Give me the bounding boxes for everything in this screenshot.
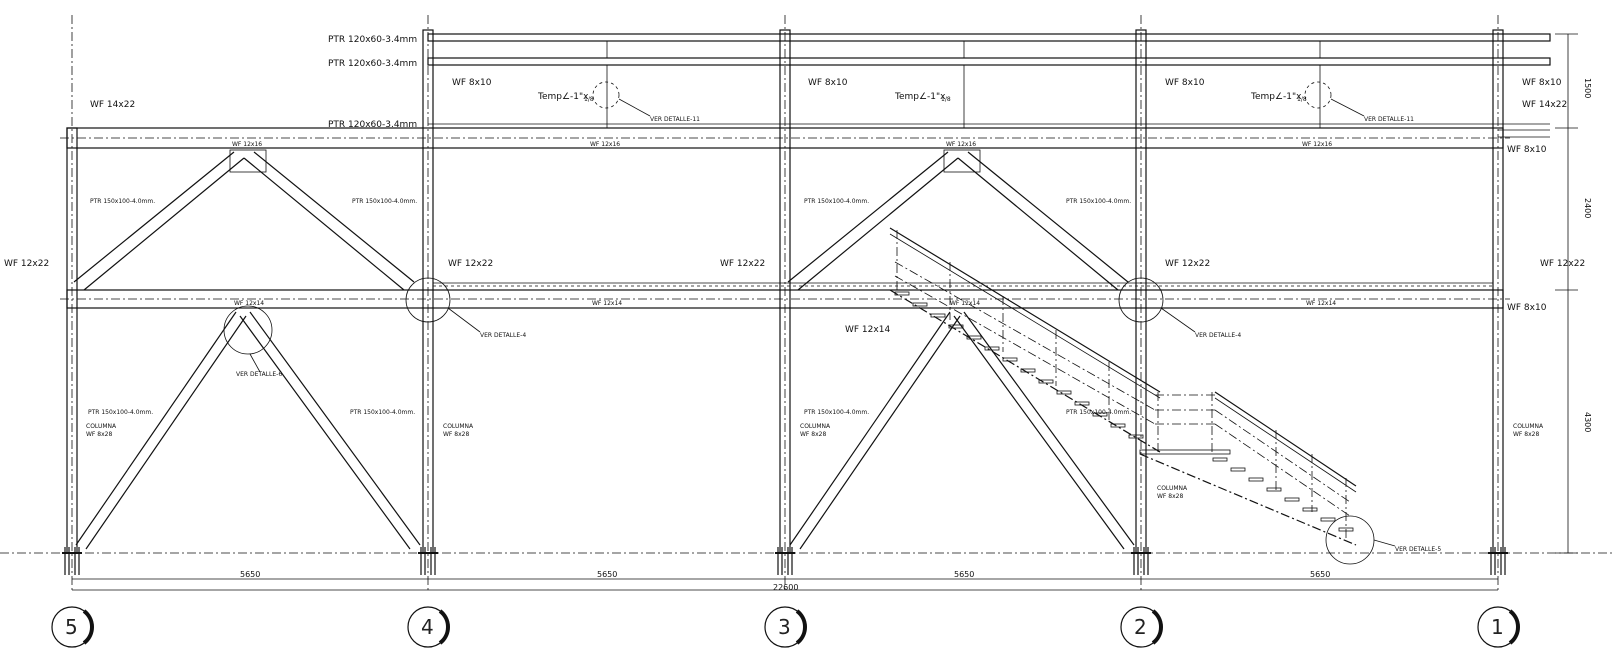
temp-angle-label-1: Temp∠-1"x — [537, 92, 589, 102]
wf12x22-label-2: WF 12x22 — [1165, 259, 1210, 269]
axis-label-2: 2 — [1134, 615, 1147, 639]
detail-markers — [223, 81, 1396, 565]
axis-lines — [0, 15, 1613, 590]
dim-bay-3: 5650 — [954, 570, 974, 579]
axis-label-4: 4 — [421, 615, 434, 639]
wf12x22-label-1: WF 12x22 — [1540, 259, 1585, 269]
wf12x14-label-4: WF 12x14 — [1306, 300, 1336, 307]
temp-angle-label-3: Temp∠-1"x — [1250, 92, 1302, 102]
wf12x16-label-3: WF 12x16 — [946, 141, 976, 148]
upper-beam-wf12x16 — [60, 127, 1510, 149]
ptr150-label-6: PTR 150x100-4.0mm. — [350, 409, 415, 416]
axis-label-1: 1 — [1491, 615, 1504, 639]
dim-bay-2: 5650 — [597, 570, 617, 579]
detail-5-label: VER DETALLE-5 — [1395, 546, 1441, 553]
column-bases — [62, 547, 1508, 575]
ptr-rail-label-3: PTR 120x60-3.4mm — [328, 120, 417, 130]
braces — [73, 149, 1135, 550]
roof-ptr-rails — [427, 33, 1551, 138]
wf12x22-label-5: WF 12x22 — [4, 259, 49, 269]
dim-bay-4: 5650 — [1310, 570, 1330, 579]
wf12x16-label-4: WF 12x16 — [1302, 141, 1332, 148]
wf8x10-label-1b: WF 8x10 — [1507, 145, 1547, 155]
wf12x14-label-3: WF 12x14 — [950, 300, 980, 307]
detail-4-label-b: VER DETALLE-4 — [1195, 332, 1241, 339]
wf12x14-label-2: WF 12x14 — [592, 300, 622, 307]
dim-height-low: 4300 — [1583, 412, 1592, 432]
ptr-rail-label-1: PTR 120x60-3.4mm — [328, 35, 417, 45]
columna-label-5: COLUMNA — [86, 423, 117, 430]
dim-height-mid: 2400 — [1583, 198, 1592, 218]
columna-label-3: COLUMNA — [800, 423, 831, 430]
wf8x10-label-3: WF 8x10 — [808, 78, 848, 88]
wf12x16-label-1: WF 12x16 — [232, 141, 262, 148]
ptr150-label-2: PTR 150x100-4.0mm. — [352, 198, 417, 205]
wf8x28-label-5: WF 8x28 — [86, 431, 112, 438]
axis-label-5: 5 — [65, 615, 78, 639]
wf8x10-label-2: WF 8x10 — [1165, 78, 1205, 88]
columna-label-1: COLUMNA — [1513, 423, 1544, 430]
columna-label-4: COLUMNA — [443, 423, 474, 430]
axis-bubbles — [51, 606, 1520, 648]
ptr150-label-8: PTR 150x100-4.0mm. — [1066, 409, 1131, 416]
detail-11-label-b: VER DETALLE-11 — [1364, 116, 1414, 123]
detail-4-label-a: VER DETALLE-4 — [480, 332, 526, 339]
wf14x22-label-left: WF 14x22 — [90, 100, 135, 110]
temp-frac-1: 1/8 — [584, 96, 594, 103]
ptr-rail-label-2: PTR 120x60-3.4mm — [328, 59, 417, 69]
dimension-lines — [72, 33, 1578, 591]
columna-label-2: COLUMNA — [1157, 485, 1188, 492]
labels: PTR 120x60-3.4mm PTR 120x60-3.4mm PTR 12… — [4, 35, 1592, 639]
wf12x16-label-2: WF 12x16 — [590, 141, 620, 148]
dim-bay-1: 5650 — [240, 570, 260, 579]
wf12x22-label-4: WF 12x22 — [448, 259, 493, 269]
wf8x28-label-2: WF 8x28 — [1157, 493, 1183, 500]
temp-frac-2: 1/8 — [941, 96, 951, 103]
axis-label-3: 3 — [778, 615, 791, 639]
dim-total: 22600 — [773, 583, 798, 592]
ptr150-label-3: PTR 150x100-4.0mm. — [804, 198, 869, 205]
wf12x14-label-5: WF 12x14 — [845, 325, 890, 335]
ptr150-label-1: PTR 150x100-4.0mm. — [90, 198, 155, 205]
wf8x28-label-4: WF 8x28 — [443, 431, 469, 438]
temp-frac-3: 1/8 — [1297, 96, 1307, 103]
detail-11-label-a: VER DETALLE-11 — [650, 116, 700, 123]
wf8x10-label-4: WF 8x10 — [452, 78, 492, 88]
wf8x10-label-1: WF 8x10 — [1522, 78, 1562, 88]
wf8x28-label-1: WF 8x28 — [1513, 431, 1539, 438]
ptr150-label-5: PTR 150x100-4.0mm. — [88, 409, 153, 416]
wf14x22-label-right: WF 14x22 — [1522, 100, 1567, 110]
dim-height-top: 1500 — [1583, 78, 1592, 98]
wf8x28-label-3: WF 8x28 — [800, 431, 826, 438]
wf12x14-label-1: WF 12x14 — [234, 300, 264, 307]
wf8x10-label-1c: WF 8x10 — [1507, 303, 1547, 313]
ptr150-label-7: PTR 150x100-4.0mm. — [804, 409, 869, 416]
temp-angle-label-2: Temp∠-1"x — [894, 92, 946, 102]
wf12x22-label-3: WF 12x22 — [720, 259, 765, 269]
ptr150-label-4: PTR 150x100-4.0mm. — [1066, 198, 1131, 205]
lower-beam-wf12x14 — [60, 282, 1510, 309]
stair-assembly — [889, 227, 1357, 546]
detail-6-label: VER DETALLE-6 — [236, 371, 282, 378]
